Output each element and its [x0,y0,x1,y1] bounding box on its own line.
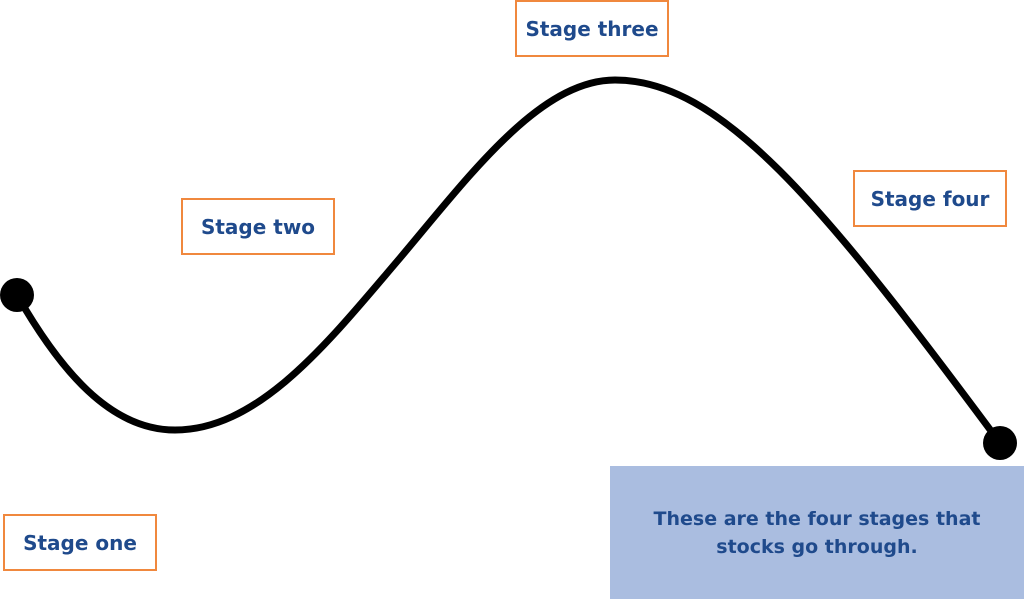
stage-two-label: Stage two [181,198,335,255]
stage-one-label: Stage one [3,514,157,571]
start-point [0,278,34,312]
summary-note: These are the four stages that stocks go… [610,466,1024,599]
end-point [983,426,1017,460]
stage-four-label: Stage four [853,170,1007,227]
stage-three-label: Stage three [515,0,669,57]
cycle-line [13,76,1004,447]
